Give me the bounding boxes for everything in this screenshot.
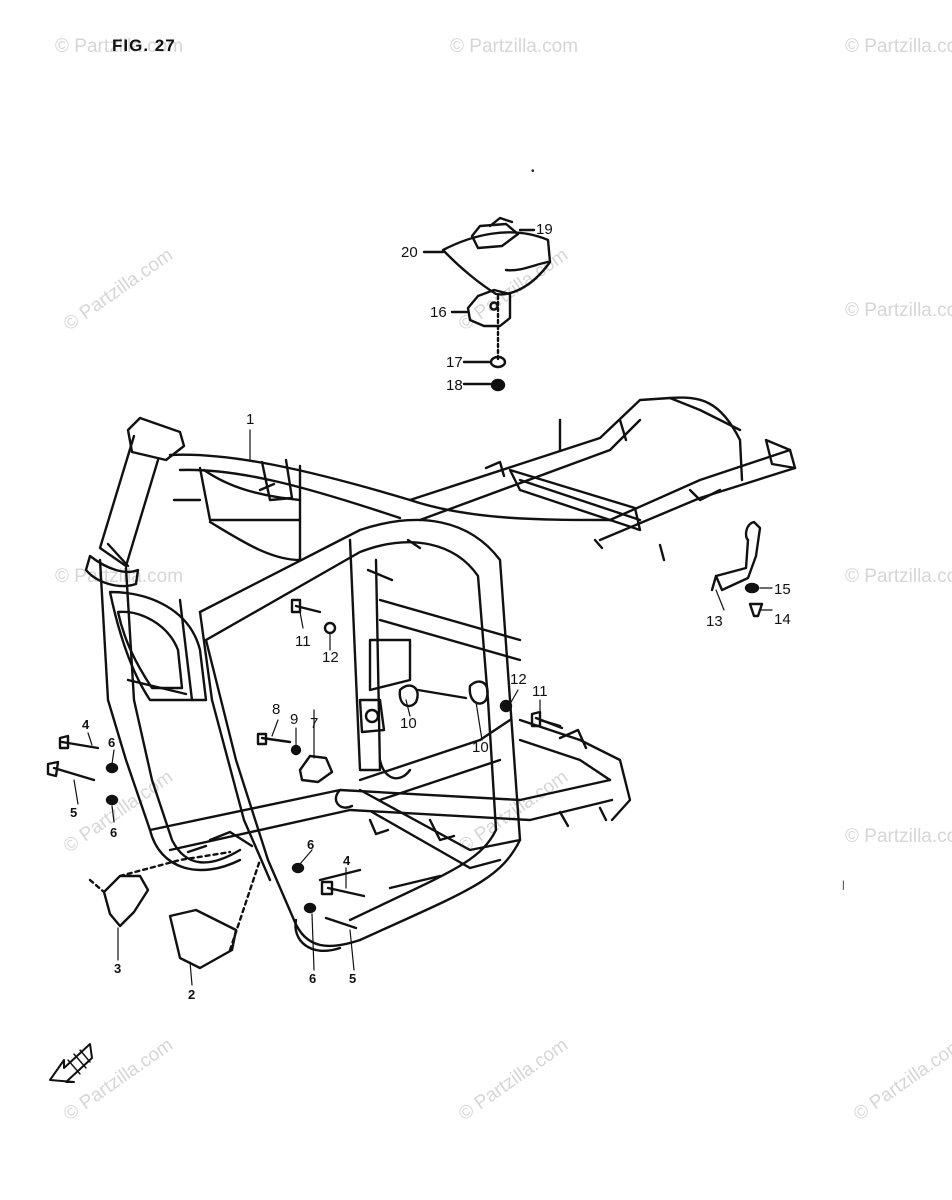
- main-loop: [198, 518, 522, 953]
- callout-1: 1: [246, 411, 255, 428]
- callout-12: 12: [510, 671, 527, 688]
- callout-4: 4: [82, 717, 90, 732]
- callout-10: 10: [400, 715, 417, 732]
- callout-14: 14: [774, 611, 791, 628]
- callout-13: 13: [706, 613, 723, 630]
- leader-lines: [73, 429, 773, 986]
- lower-cradle: [148, 718, 632, 890]
- callout-12: 12: [322, 649, 339, 666]
- callout-15: 15: [774, 581, 791, 598]
- callout-5: 5: [349, 971, 357, 986]
- guard-plates: [88, 850, 262, 970]
- callout-2: 2: [188, 987, 196, 1002]
- watermark: © Partzilla.com: [845, 566, 952, 587]
- callout-11: 11: [532, 683, 548, 700]
- callout-7: 7: [310, 715, 319, 732]
- fasteners: [46, 582, 764, 930]
- callout-6: 6: [307, 837, 315, 852]
- callout-17: 17: [446, 354, 463, 371]
- front-downtubes: [98, 558, 242, 872]
- footrest-bracket: [710, 520, 762, 592]
- center-crossmembers: [348, 538, 522, 802]
- callout-20: 20: [401, 244, 418, 261]
- callout-6: 6: [110, 825, 118, 840]
- forward-arrow-icon: [49, 1043, 93, 1083]
- callout-19: 19: [536, 221, 553, 238]
- callout-18: 18: [446, 377, 463, 394]
- engine-mount-bracket: [298, 754, 334, 784]
- callout-10: 10: [472, 739, 489, 756]
- watermark: © Partzilla.com: [450, 36, 579, 57]
- scan-speck: |: [842, 880, 845, 891]
- callout-6: 6: [108, 735, 116, 750]
- callout-5: 5: [70, 805, 78, 820]
- callout-16: 16: [430, 304, 447, 321]
- watermark: © Partzilla.com: [845, 826, 952, 847]
- scan-speck: •: [531, 166, 535, 177]
- callout-9: 9: [290, 711, 299, 728]
- callout-8: 8: [272, 701, 281, 718]
- callout-4: 4: [343, 853, 351, 868]
- rear-subframe: [408, 396, 797, 562]
- watermark: © Partzilla.com: [55, 36, 184, 57]
- watermark: © Partzilla.com: [845, 36, 952, 57]
- steering-head: [84, 416, 186, 588]
- upper-tubes: [168, 453, 612, 562]
- watermark: © Partzilla.com: [845, 300, 952, 321]
- callout-3: 3: [114, 961, 122, 976]
- callout-11: 11: [295, 633, 311, 650]
- seat-bracket-assembly: [422, 216, 552, 392]
- figure-title: FIG. 27: [112, 36, 176, 55]
- callout-6: 6: [309, 971, 317, 986]
